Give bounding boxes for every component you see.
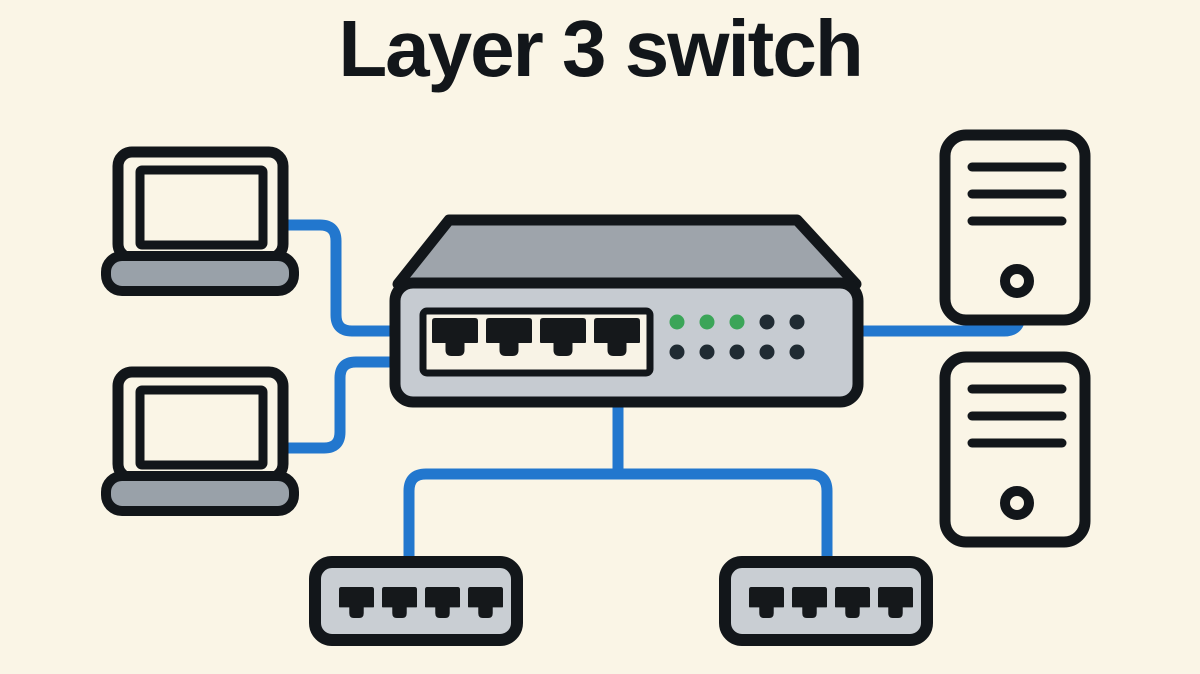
switch-led-off-icon: [699, 344, 715, 360]
cable-laptop-bottom-to-switch: [283, 356, 400, 454]
switch-led-off-icon: [759, 314, 775, 330]
switch-led-off-icon: [729, 344, 745, 360]
laptop-base: [101, 251, 299, 296]
access-switch-left-icon: [309, 556, 523, 646]
switch-led-off-icon: [759, 344, 775, 360]
switch-led-green-icon: [669, 314, 685, 330]
switch-led-off-icon: [789, 314, 805, 330]
switch-led-panel: [669, 314, 805, 360]
server-tower: [939, 351, 1091, 548]
server-power-button: [1000, 486, 1034, 520]
cables: [283, 219, 1026, 566]
layer3-switch-icon: [389, 214, 864, 408]
cable-laptop-top-to-switch: [283, 219, 400, 337]
switch-led-green-icon: [699, 314, 715, 330]
switch-led-off-icon: [789, 344, 805, 360]
switch-top-face: [392, 214, 862, 290]
server-bottom-icon: [939, 351, 1091, 548]
switch-port-panel: [419, 307, 654, 377]
access-switch-right-icon: [719, 556, 933, 646]
server-power-button: [1000, 264, 1034, 298]
laptop-screen: [135, 165, 268, 250]
switch-led-green-icon: [729, 314, 745, 330]
cable-junction-to-access-switches: [403, 468, 833, 566]
diagram-title: Layer 3 switch: [338, 4, 863, 93]
server-top-icon: [939, 129, 1091, 326]
server-tower: [939, 129, 1091, 326]
laptop-bottom-icon: [101, 366, 299, 516]
laptop-top-icon: [101, 146, 299, 296]
switch-led-off-icon: [669, 344, 685, 360]
laptop-screen: [135, 385, 268, 470]
laptop-base: [101, 471, 299, 516]
